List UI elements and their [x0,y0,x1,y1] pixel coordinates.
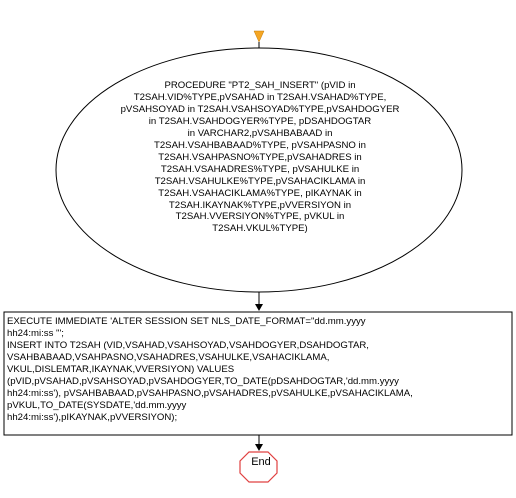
arrowhead-to-statement [255,304,263,311]
end-terminator[interactable] [239,451,278,483]
end-label: End [251,456,271,468]
start-marker [253,30,265,43]
arrowhead-to-end [255,444,263,451]
statement-text: EXECUTE IMMEDIATE 'ALTER SESSION SET NLS… [7,316,413,423]
procedure-signature-text: PROCEDURE "PT2_SAH_INSERT" (pVID in T2SA… [120,80,400,235]
statement-box[interactable] [3,311,513,436]
